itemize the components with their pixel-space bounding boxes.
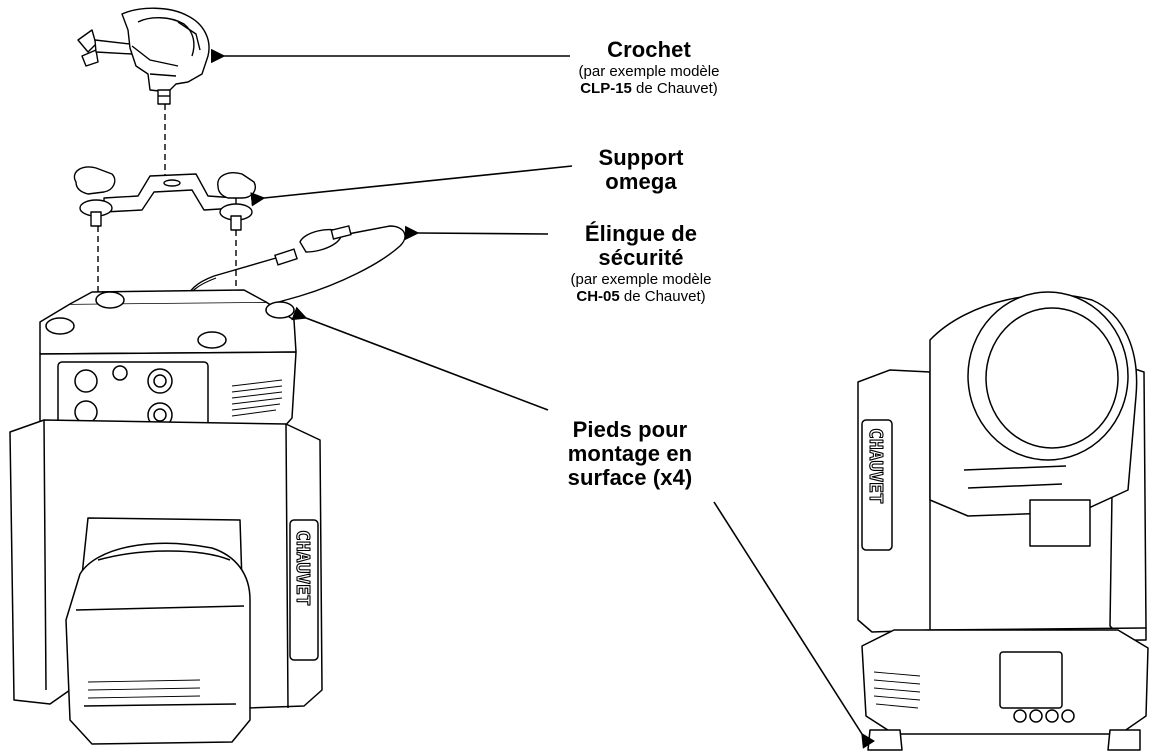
safety-cable <box>185 225 406 315</box>
label-crochet-sub: (par exemple modèle CLP-15 de Chauvet) <box>578 62 720 98</box>
label-elingue-line2: sécurité <box>598 244 684 270</box>
arrow-pieds-right <box>713 501 876 749</box>
logo-left: CHAUVET <box>292 530 313 606</box>
arrow-pieds-left <box>291 306 549 411</box>
label-crochet: Crochet (par exemple modèle CLP-15 de Ch… <box>566 38 732 98</box>
logo-right-yoke: CHAUVET <box>865 428 886 504</box>
omega-bracket <box>73 166 256 231</box>
label-pieds-line2: montage en <box>567 440 693 466</box>
label-crochet-title: Crochet <box>607 37 691 62</box>
label-elingue-sub: (par exemple modèle CH-05 de Chauvet) <box>570 270 712 306</box>
clamp-hardware <box>77 7 210 105</box>
label-support-line1: Support <box>598 145 684 170</box>
fixture-right: CHAUVET <box>857 291 1149 751</box>
arrow-elingue <box>404 225 549 241</box>
label-pieds: Pieds pour montage en surface (x4) <box>542 418 718 489</box>
label-elingue-line1: Élingue de <box>584 221 698 246</box>
label-pieds-line3: surface (x4) <box>567 464 693 490</box>
label-support: Support omega <box>566 146 716 194</box>
label-support-line2: omega <box>605 168 677 194</box>
fixture-left: CHAUVET <box>9 289 323 745</box>
label-elingue: Élingue de sécurité (par exemple modèle … <box>552 222 730 306</box>
arrow-support <box>250 165 573 207</box>
label-pieds-line1: Pieds pour <box>572 417 688 442</box>
